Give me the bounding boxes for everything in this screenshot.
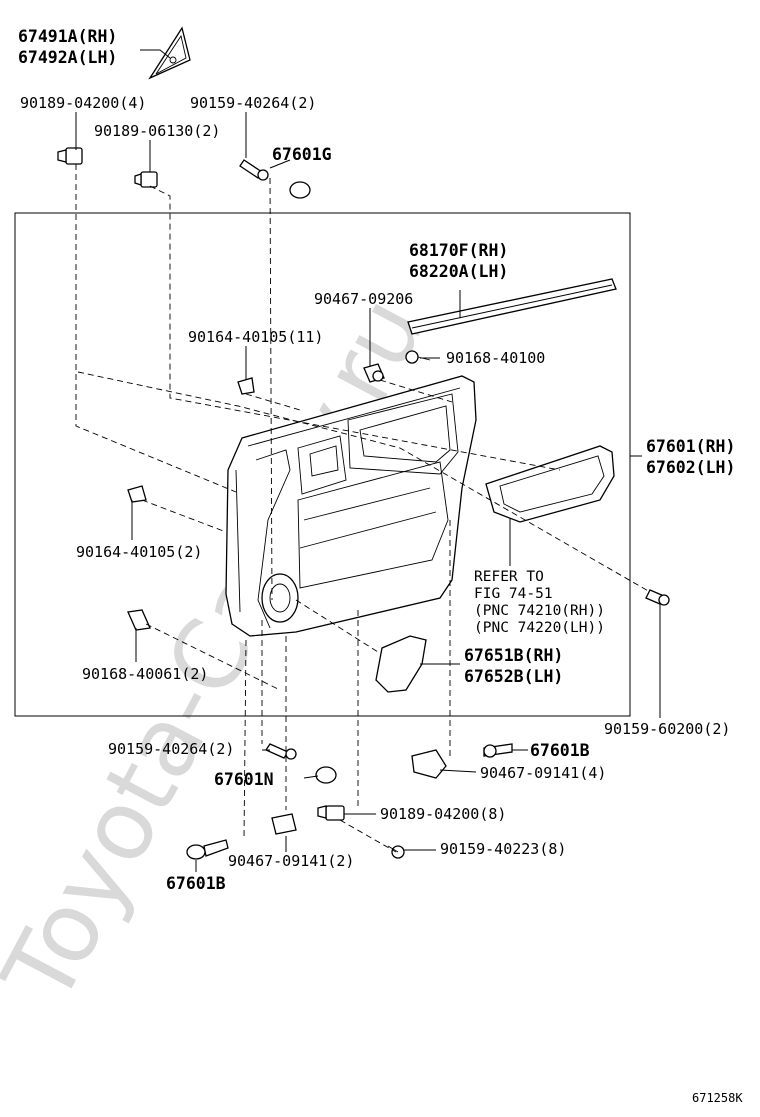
label-90189-06130: 90189-06130(2) — [94, 122, 220, 140]
screw-90159-40223-8 — [387, 845, 405, 859]
screw-90164-40105-11 — [237, 377, 255, 395]
clip-90189-04200-top — [57, 147, 83, 165]
label-67652b: 67652B(LH) — [464, 667, 563, 686]
clip-90189-06130 — [134, 171, 158, 188]
figure-code: 671258K — [692, 1091, 743, 1105]
screw-90159-40264-bottom — [265, 743, 297, 760]
label-67491a: 67491A(RH) — [18, 27, 117, 46]
label-67651b: 67651B(RH) — [464, 646, 563, 665]
cap-67601b-right — [483, 743, 513, 758]
screw-90164-40105-2 — [127, 485, 147, 503]
label-90168-40100: 90168-40100 — [446, 349, 545, 367]
label-90159-40223-8: 90159-40223(8) — [440, 840, 566, 858]
label-90159-40264-2-top: 90159-40264(2) — [190, 94, 316, 112]
label-90467-09206: 90467-09206 — [314, 290, 413, 308]
label-68220a: 68220A(LH) — [409, 262, 508, 281]
clip-90467-09206 — [363, 363, 385, 383]
label-67601n: 67601N — [214, 770, 274, 789]
label-90164-40105-2: 90164-40105(2) — [76, 543, 202, 561]
speaker-cover-part — [375, 635, 427, 693]
label-68170f: 68170F(RH) — [409, 241, 508, 260]
label-90189-04200-4: 90189-04200(4) — [20, 94, 146, 112]
refer-note-line2: FIG 74-51 — [474, 586, 553, 602]
label-67492a: 67492A(LH) — [18, 48, 117, 67]
screw-90159-40264-top — [239, 159, 269, 181]
armrest-part — [485, 445, 615, 523]
label-90467-09141-4: 90467-09141(4) — [480, 764, 606, 782]
clip-90467-09141-2 — [271, 813, 297, 835]
screw-90168-40061 — [127, 609, 151, 631]
refer-note-line3: (PNC 74210(RH)) — [474, 603, 605, 619]
refer-note-line1: REFER TO — [474, 569, 544, 585]
label-90164-40105-11: 90164-40105(11) — [188, 328, 323, 346]
label-90168-40061: 90168-40061(2) — [82, 665, 208, 683]
screw-90159-60200 — [645, 589, 670, 606]
label-67601b-right: 67601B — [530, 741, 590, 760]
label-90159-40264-2-bottom: 90159-40264(2) — [108, 740, 234, 758]
clip-90467-09141-4 — [411, 749, 447, 779]
cap-67601n — [315, 766, 337, 784]
label-90189-04200-8: 90189-04200(8) — [380, 805, 506, 823]
watermark: Toyota-Camry.ru — [0, 279, 447, 1022]
label-67602: 67602(LH) — [646, 458, 735, 477]
assembly-frame — [14, 212, 631, 717]
leader-lines — [75, 49, 661, 872]
assembly-lines — [75, 164, 651, 853]
refer-note-line4: (PNC 74220(LH)) — [474, 620, 605, 636]
weatherstrip-part — [407, 278, 617, 335]
cap-67601b-left — [186, 839, 229, 860]
label-90467-09141-2: 90467-09141(2) — [228, 852, 354, 870]
door-trim-board-part — [225, 375, 477, 637]
clip-90189-04200-8 — [317, 805, 345, 821]
label-67601b-left: 67601B — [166, 874, 226, 893]
label-67601g: 67601G — [272, 145, 332, 164]
cap-67601g — [289, 181, 311, 199]
mirror-garnish-part — [148, 26, 191, 80]
label-90159-60200: 90159-60200(2) — [604, 720, 730, 738]
label-67601: 67601(RH) — [646, 437, 735, 456]
